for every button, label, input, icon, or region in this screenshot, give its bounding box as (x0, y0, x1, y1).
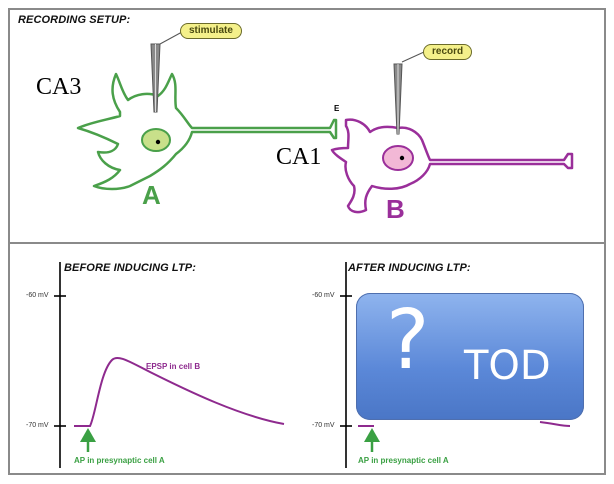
cell-a-nucleus (141, 128, 171, 152)
cell-b-nucleus (382, 145, 414, 171)
after-axes (340, 262, 352, 468)
cell-a-letter: A (142, 180, 161, 210)
after-tick-bottom: -70 mV (312, 422, 335, 429)
after-header: AFTER INDUCING LTP: (348, 262, 471, 274)
record-tag: record (423, 44, 473, 60)
tod-text: TOD (464, 343, 551, 389)
cell-b-letter: B (386, 194, 405, 224)
arrow-after (364, 428, 380, 452)
before-header: BEFORE INDUCING LTP: (64, 262, 196, 274)
before-tick-top: -60 mV (26, 292, 49, 299)
ca3-label: CA3 (36, 74, 82, 100)
cell-a-nucleolus (155, 139, 161, 145)
synapse-mark: E (334, 104, 340, 113)
cell-b-body (330, 118, 574, 214)
stimulating-electrode (150, 31, 183, 113)
question-mark: ? (386, 293, 430, 388)
cell-a (76, 72, 338, 191)
tail-trace-after (539, 421, 571, 427)
stimulate-tag: stimulate (180, 23, 242, 39)
before-arrow-label: AP in presynaptic cell A (74, 456, 165, 465)
recording-electrode (393, 51, 425, 135)
tod-placeholder-box: ? TOD (356, 293, 584, 420)
epsp-label: EPSP in cell B (146, 362, 201, 371)
ca1-label: CA1 (276, 144, 322, 170)
after-arrow-label: AP in presynaptic cell A (358, 456, 449, 465)
after-tick-top: -60 mV (312, 292, 335, 299)
before-axes (54, 262, 66, 468)
arrow-before (80, 428, 96, 452)
setup-header: RECORDING SETUP: (18, 14, 131, 26)
cell-b-nucleolus (399, 155, 405, 161)
cell-b (330, 118, 574, 214)
before-tick-bottom: -70 mV (26, 422, 49, 429)
epsp-trace-before (74, 356, 285, 427)
cell-a-body (76, 72, 338, 191)
recording-setup-panel (8, 8, 606, 243)
